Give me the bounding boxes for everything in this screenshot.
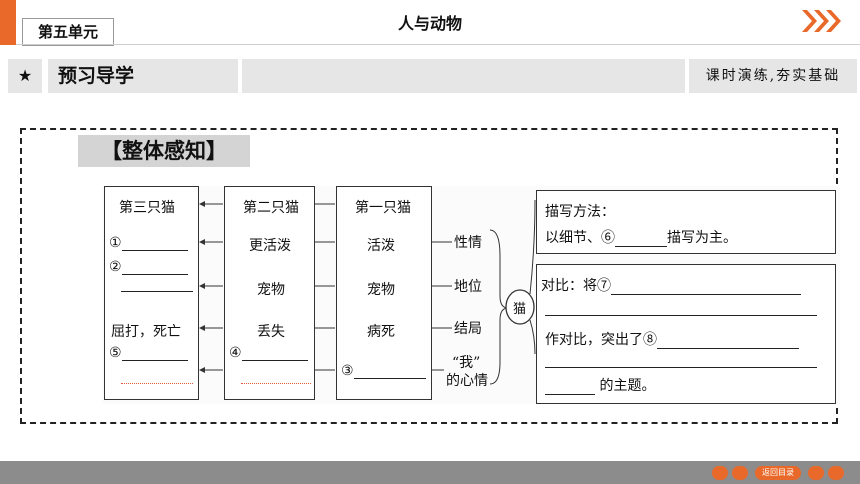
third-cat-blank-2-line2 xyxy=(121,291,193,292)
row-label-mood-1: “我” xyxy=(452,355,481,371)
method-line-1: 描写方法： xyxy=(545,204,615,220)
header-accent-bar xyxy=(0,0,16,45)
cat-diagram: 第三只猫 ① ② 屈打，死亡 ⑤ 第二只猫 更活泼 宠物 丢失 ④ 第一只猫 活… xyxy=(102,186,840,404)
third-cat-blank-1[interactable]: ① xyxy=(109,235,188,251)
contrast-prefix: 对比：将⑦ xyxy=(541,278,611,294)
contrast-suffix: 的主题。 xyxy=(599,378,656,394)
section-title: 预习导学 xyxy=(48,59,238,93)
contrast-box: 对比：将⑦ 作对比，突出了⑧ 的主题。 xyxy=(536,264,836,404)
second-cat-title: 第二只猫 xyxy=(243,200,299,216)
blank-8-line-3[interactable] xyxy=(545,394,595,395)
third-cat-result: 屈打，死亡 xyxy=(111,324,181,340)
first-cat-column: 第一只猫 活泼 宠物 病死 ③ xyxy=(336,186,432,400)
third-cat-blank-2[interactable]: ② xyxy=(109,259,188,275)
footer-bar xyxy=(0,461,860,484)
contrast-line-3: 作对比，突出了⑧ xyxy=(545,329,799,349)
last-page-button[interactable] xyxy=(828,466,844,480)
contrast-line-5: 的主题。 xyxy=(545,375,655,395)
first-cat-result: 病死 xyxy=(367,324,395,340)
blank-7-line-2[interactable] xyxy=(545,315,817,316)
contrast-line-1: 对比：将⑦ xyxy=(541,275,801,295)
second-cat-result: 丢失 xyxy=(257,324,285,340)
blank-6-line[interactable] xyxy=(615,246,667,247)
blank-4-label: ④ xyxy=(229,345,242,361)
row-label-temperament: 性情 xyxy=(454,235,482,251)
first-cat-status: 宠物 xyxy=(367,282,395,298)
second-cat-trait: 更活泼 xyxy=(249,238,291,254)
blank-3-label: ③ xyxy=(341,363,354,379)
method-prefix: 以细节、⑥ xyxy=(545,230,615,246)
star-icon: ★ xyxy=(8,59,42,93)
page-title: 人与动物 xyxy=(397,14,462,33)
row-label-status: 地位 xyxy=(454,279,482,295)
blank-1-label: ① xyxy=(109,235,122,251)
blank-2-label: ② xyxy=(109,259,122,275)
first-cat-title: 第一只猫 xyxy=(355,200,411,216)
first-cat-blank-3[interactable]: ③ xyxy=(341,363,426,379)
subsection-title: 【整体感知】 xyxy=(78,135,250,167)
blank-5-label: ⑤ xyxy=(109,345,122,361)
contrast-mid: 作对比，突出了⑧ xyxy=(545,332,657,348)
second-cat-blank-4-line2 xyxy=(241,383,311,384)
prev-page-button[interactable] xyxy=(732,466,748,480)
next-page-button[interactable] xyxy=(808,466,824,480)
blank-7-line[interactable] xyxy=(611,294,801,295)
diagram-connectors xyxy=(199,199,536,385)
second-cat-column: 第二只猫 更活泼 宠物 丢失 ④ xyxy=(224,186,315,400)
unit-tab: 第五单元 xyxy=(22,18,114,46)
description-method-box: 描写方法： 以细节、⑥ 描写为主。 xyxy=(536,190,836,254)
cat-center-label: 猫 xyxy=(513,302,527,317)
first-page-button[interactable] xyxy=(712,466,728,480)
next-arrows-icon[interactable] xyxy=(800,6,842,36)
method-suffix: 描写为主。 xyxy=(667,230,737,246)
third-cat-blank-5[interactable]: ⑤ xyxy=(109,345,188,361)
first-cat-trait: 活泼 xyxy=(367,238,395,254)
blank-8-line-2[interactable] xyxy=(545,367,817,368)
third-cat-blank-5-line2 xyxy=(121,383,193,384)
second-cat-status: 宠物 xyxy=(257,282,285,298)
method-line-2: 以细节、⑥ 描写为主。 xyxy=(545,227,737,247)
third-cat-title: 第三只猫 xyxy=(119,200,175,216)
row-label-fate: 结局 xyxy=(454,321,482,337)
back-to-contents-button[interactable]: 返回目录 xyxy=(755,466,801,480)
row-label-mood-2: 的心情 xyxy=(446,373,488,389)
section-right-link[interactable]: 课时演练,夯实基础 xyxy=(689,59,857,93)
blank-8-line[interactable] xyxy=(657,348,799,349)
second-cat-blank-4[interactable]: ④ xyxy=(229,345,308,361)
header-divider xyxy=(16,44,860,45)
third-cat-column: 第三只猫 ① ② 屈打，死亡 ⑤ xyxy=(104,186,199,400)
section-bar-spacer xyxy=(242,59,685,93)
